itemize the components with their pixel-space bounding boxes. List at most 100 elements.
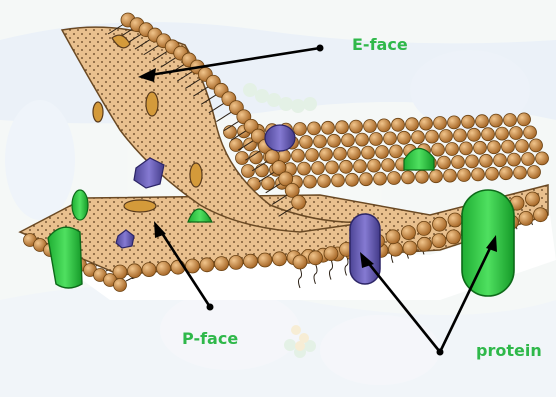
lipid-head [416, 170, 429, 183]
lipid-head [462, 115, 475, 128]
lipid-head [420, 117, 433, 130]
p-face-label: P-face [182, 329, 238, 348]
e-face-label: E-face [352, 35, 408, 54]
lipid-head [258, 253, 272, 267]
lipid-head [490, 114, 503, 127]
lipid-head [200, 258, 214, 272]
lipid-head [430, 170, 443, 183]
lipid-head [494, 154, 507, 167]
lipid-head [374, 172, 387, 185]
lipid-head [142, 263, 156, 277]
lipid-head [320, 148, 333, 161]
lipid-head [346, 173, 359, 186]
lipid-head [256, 164, 269, 177]
lipid-head [466, 155, 479, 168]
lipid-head [519, 211, 533, 225]
lipid-head [496, 127, 509, 140]
lipid-head [528, 166, 541, 179]
lipid-head [458, 169, 471, 182]
lipid-head [514, 166, 527, 179]
lipid-head [389, 242, 403, 256]
lipid-head [392, 118, 405, 131]
lipid-head [342, 134, 355, 147]
lipid-head [309, 251, 323, 265]
lipid-head [324, 247, 338, 261]
lipid-head [390, 145, 403, 158]
lipid-head [384, 132, 397, 145]
lipid-head [508, 153, 521, 166]
lipid-head [486, 167, 499, 180]
lipid-head [360, 173, 373, 186]
lipid-head [403, 241, 417, 255]
lipid-head [530, 139, 543, 152]
lipid-head [322, 121, 335, 134]
lipid-head [524, 126, 537, 139]
lipid-head [293, 255, 307, 269]
lipid-head [250, 151, 263, 164]
lipid-head [332, 174, 345, 187]
lipid-head [368, 159, 381, 172]
lipid-head [406, 118, 419, 131]
lipid-head [348, 147, 361, 160]
lipid-head [114, 279, 127, 292]
lipid-head [273, 252, 287, 266]
lipid-head [418, 237, 432, 251]
lipid-head [482, 128, 495, 141]
lipid-head [468, 128, 481, 141]
lipid-head [448, 213, 462, 227]
lipid-head [314, 135, 327, 148]
lipid-head [444, 169, 457, 182]
lipid-head [402, 226, 416, 240]
lipid-head [157, 261, 171, 275]
protein-green-2 [72, 190, 88, 220]
lipid-head [536, 152, 549, 165]
lipid-head [298, 162, 311, 175]
lipid-head [304, 175, 317, 188]
lipid-head [244, 254, 258, 268]
lipid-head [448, 116, 461, 129]
lipid-head [229, 255, 243, 269]
lipid-head [306, 149, 319, 162]
lipid-head [386, 230, 400, 244]
lipid-head [308, 122, 321, 135]
lipid-head [500, 167, 513, 180]
lipid-head [472, 168, 485, 181]
lipid-head [336, 121, 349, 134]
lipid-head [236, 152, 249, 165]
lipid-head [402, 171, 415, 184]
p-face-pit [124, 200, 156, 212]
lipid-head [398, 131, 411, 144]
lipid-head [504, 114, 517, 127]
lipid-head [292, 149, 305, 162]
lipid-head [378, 119, 391, 132]
lipid-head [382, 159, 395, 172]
lipid-head [412, 131, 425, 144]
lipid-head [370, 133, 383, 146]
lipid-head [326, 161, 339, 174]
protein-green-transmembrane [462, 190, 514, 296]
lipid-head [334, 147, 347, 160]
protein-label: protein [476, 341, 542, 360]
lipid-head [446, 143, 459, 156]
lipid-head [518, 113, 531, 126]
lipid-head [292, 195, 306, 209]
lipid-head [480, 154, 493, 167]
lipid-head [350, 120, 363, 133]
lipid-head [460, 142, 473, 155]
lipid-head [434, 117, 447, 130]
lipid-head [364, 120, 377, 133]
lipid-head [362, 146, 375, 159]
lipid-head [516, 140, 529, 153]
lipid-head [340, 160, 353, 173]
lipid-head [433, 217, 447, 231]
lipid-head [300, 136, 313, 149]
lipid-head [356, 133, 369, 146]
lipid-head [388, 172, 401, 185]
lipid-head [488, 141, 501, 154]
lipid-head [454, 129, 467, 142]
lipid-head [447, 230, 461, 244]
lipid-head [510, 127, 523, 140]
lipid-head [438, 156, 451, 169]
lipid-head [502, 140, 515, 153]
